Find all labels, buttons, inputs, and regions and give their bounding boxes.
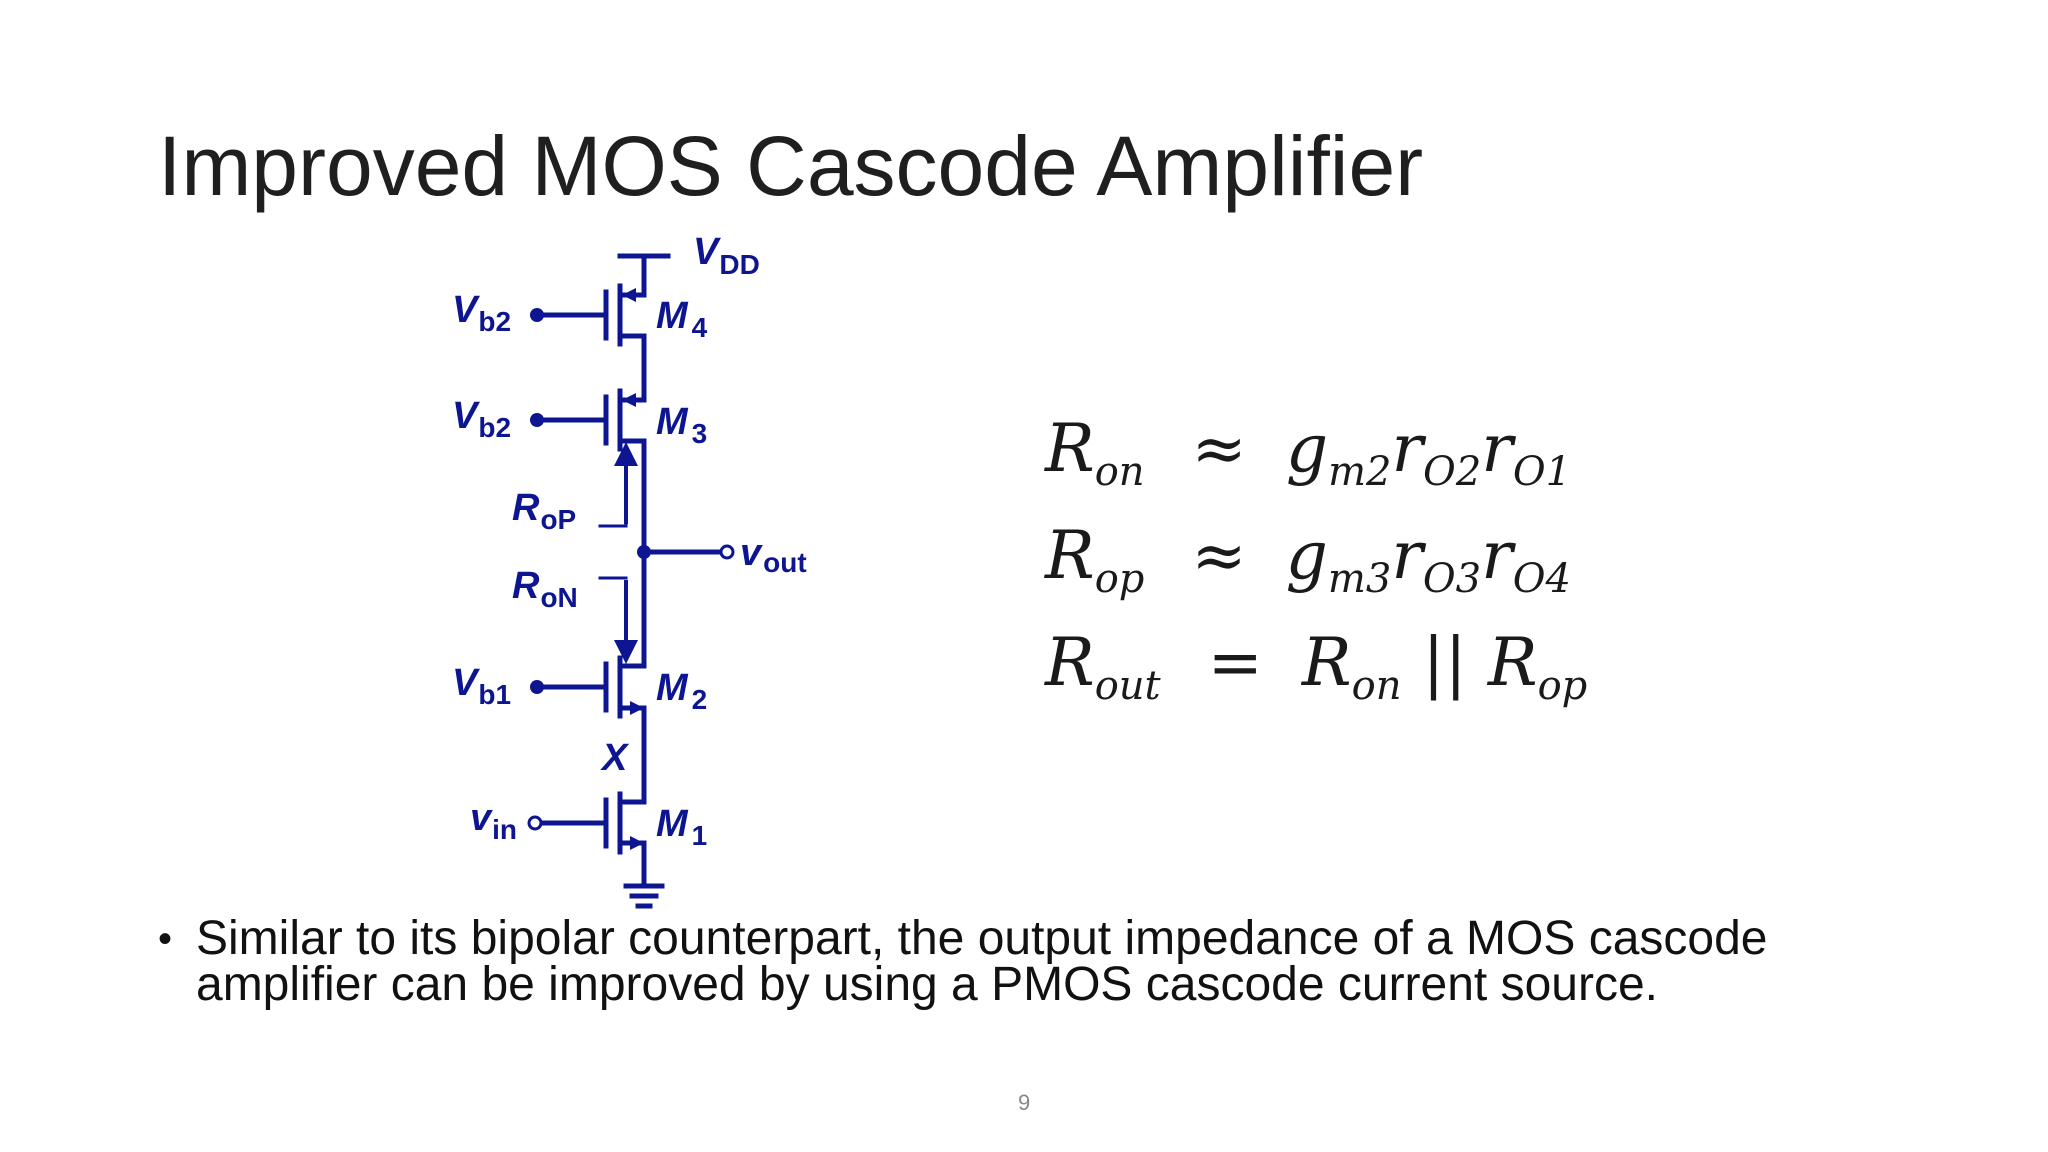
ron-label: RoN xyxy=(512,565,578,613)
vb2-top-label: Vb2 xyxy=(452,289,511,337)
vout-terminal xyxy=(719,544,735,560)
ground-icon xyxy=(623,883,665,909)
transistor-m1 xyxy=(537,791,647,855)
transistor-m4 xyxy=(537,283,647,347)
bullet-text: Similar to its bipolar counterpart, the … xyxy=(196,912,1768,1011)
equations-block: Ron ≈ gm2rO2rO1 Rop ≈ gm3rO3rO4 Rout = R… xyxy=(1045,395,1587,716)
vb1-label: Vb1 xyxy=(452,662,511,710)
equation-ron: Ron ≈ gm2rO2rO1 xyxy=(1045,410,1572,495)
slide-title: Improved MOS Cascode Amplifier xyxy=(158,119,1424,213)
m3-arrow-icon xyxy=(622,393,636,407)
bullet-marker: • xyxy=(158,917,173,961)
m1-arrow-icon xyxy=(630,836,644,850)
m2-arrow-icon xyxy=(630,701,644,715)
vb2-top-terminal xyxy=(530,308,544,322)
page-number: 9 xyxy=(1018,1090,1031,1115)
vb1-terminal xyxy=(530,680,544,694)
output-node-dot xyxy=(637,545,651,559)
transistor-m3 xyxy=(537,388,647,452)
vin-terminal xyxy=(527,815,543,831)
rop-label: RoP xyxy=(512,487,576,535)
m4-arrow-icon xyxy=(622,288,636,302)
vb2-mid-label: Vb2 xyxy=(452,395,511,443)
equation-rop: Rop ≈ gm3rO3rO4 xyxy=(1045,517,1571,602)
vb2-mid-terminal xyxy=(530,413,544,427)
transistor-m2 xyxy=(537,655,647,719)
bullet-list: • Similar to its bipolar counterpart, th… xyxy=(158,912,1958,1011)
vout-label: vout xyxy=(740,532,807,578)
vin-label: vin xyxy=(470,797,517,845)
vdd-label: VDD xyxy=(693,231,760,280)
equation-rout: Rout = Ron || Rop xyxy=(1045,624,1588,709)
x-node-label: X xyxy=(600,737,630,779)
